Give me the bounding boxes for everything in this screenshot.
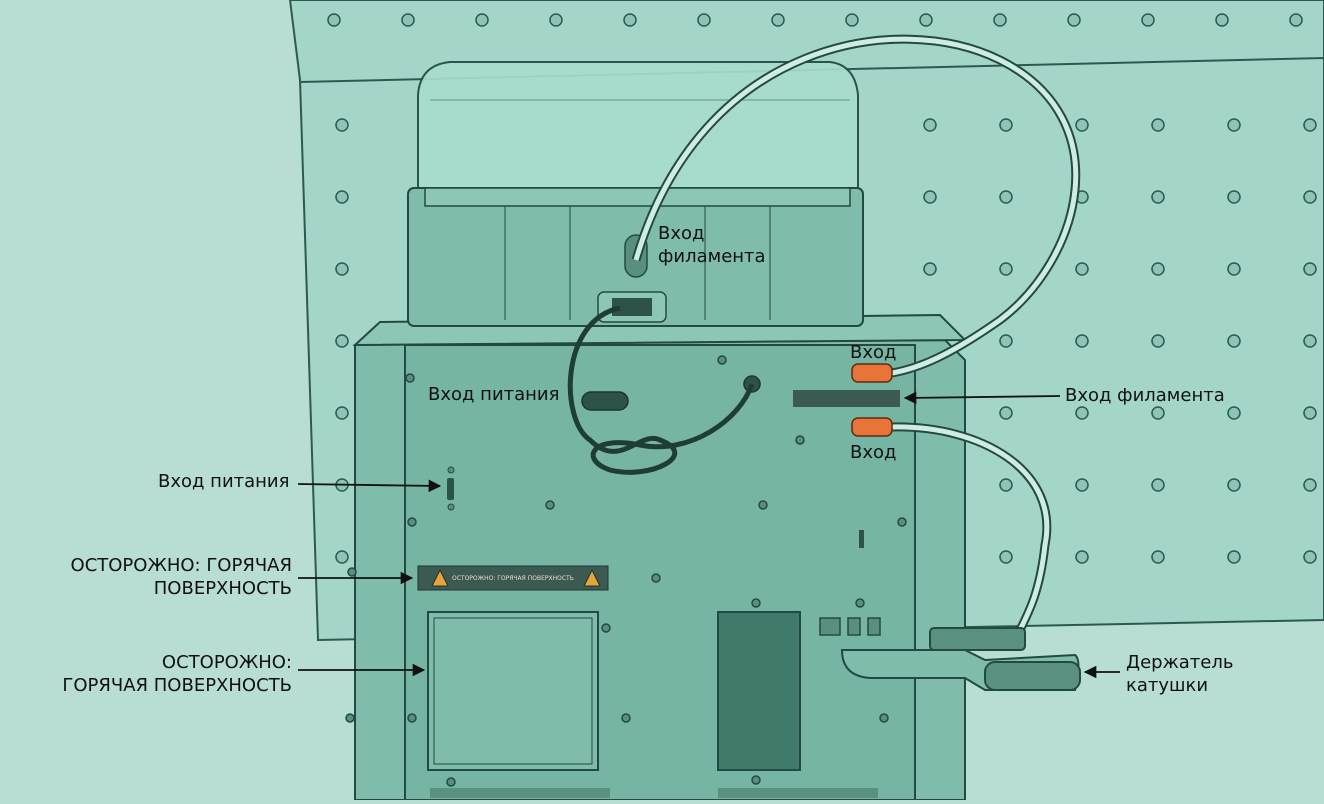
bottom-vent-left <box>430 788 610 798</box>
peg-hole <box>1303 262 1317 276</box>
label-power-inlet-dryer: Вход питания <box>428 384 560 405</box>
peg-hole <box>335 406 349 420</box>
filament-connector-bottom <box>851 417 893 437</box>
peg-hole <box>1303 406 1317 420</box>
peg-hole <box>999 478 1013 492</box>
peg-hole <box>1151 478 1165 492</box>
label-power-inlet-left: Вход питания <box>158 471 290 492</box>
peg-hole <box>1227 334 1241 348</box>
peg-hole <box>475 13 489 27</box>
peg-hole <box>1227 190 1241 204</box>
peg-hole <box>1227 118 1241 132</box>
power-cable <box>567 305 755 475</box>
peg-hole <box>1227 406 1241 420</box>
peg-hole <box>1151 334 1165 348</box>
peg-hole <box>999 334 1013 348</box>
peg-hole <box>845 13 859 27</box>
bottom-vent-right <box>718 788 878 798</box>
usb-port-2 <box>867 617 881 636</box>
peg-hole <box>999 550 1013 564</box>
peg-hole <box>1151 406 1165 420</box>
dryer-lid <box>417 61 859 191</box>
peg-hole <box>327 13 341 27</box>
peg-hole <box>1151 262 1165 276</box>
peg-hole <box>923 118 937 132</box>
peg-hole <box>1303 118 1317 132</box>
filament-dryer <box>407 61 864 327</box>
peg-hole <box>335 550 349 564</box>
peg-hole <box>1075 478 1089 492</box>
label-filament-inlet-right: Вход филамента <box>1065 385 1225 406</box>
peg-hole <box>401 13 415 27</box>
warning-sticker <box>417 565 609 591</box>
power-port-left <box>447 478 454 500</box>
peg-hole <box>1289 13 1303 27</box>
label-inlet-top: Вход <box>850 342 897 363</box>
peg-hole <box>999 406 1013 420</box>
label-spool-holder-2: катушки <box>1126 675 1209 696</box>
label-filament-inlet-dryer-2: филамента <box>658 246 766 267</box>
peg-hole <box>771 13 785 27</box>
peg-hole <box>1075 118 1089 132</box>
peg-hole <box>335 262 349 276</box>
peg-hole <box>1075 406 1089 420</box>
peg-hole <box>335 118 349 132</box>
peg-hole <box>1227 478 1241 492</box>
label-filament-inlet-dryer-1: Вход <box>658 223 705 244</box>
peg-hole <box>1151 190 1165 204</box>
peg-hole <box>923 262 937 276</box>
pegboard-holes <box>327 13 1317 564</box>
peg-hole <box>919 13 933 27</box>
label-hot-surface-1-line2: ПОВЕРХНОСТЬ <box>153 578 292 599</box>
peg-hole <box>1227 262 1241 276</box>
access-panel-right <box>717 611 801 771</box>
spool-holder <box>840 627 1081 691</box>
peg-hole <box>1303 334 1317 348</box>
tubes-and-cables <box>567 34 1081 633</box>
filament-tube-upper <box>633 36 1079 376</box>
peg-hole <box>335 190 349 204</box>
peg-hole <box>549 13 563 27</box>
peg-hole <box>1303 478 1317 492</box>
peg-hole <box>1227 550 1241 564</box>
ethernet-port <box>819 617 841 636</box>
peg-hole <box>1067 13 1081 27</box>
peg-hole <box>1151 118 1165 132</box>
label-hot-surface-1-line1: ОСТОРОЖНО: ГОРЯЧАЯ <box>70 555 292 576</box>
label-hot-surface-2-line1: ОСТОРОЖНО: <box>161 652 292 673</box>
peg-hole <box>1303 550 1317 564</box>
peg-hole <box>923 190 937 204</box>
peg-hole <box>993 13 1007 27</box>
filament-label-plate <box>793 390 900 407</box>
peg-hole <box>1075 334 1089 348</box>
leader-arrows <box>297 391 1120 679</box>
power-switch <box>581 391 629 411</box>
peg-hole <box>999 190 1013 204</box>
peg-hole <box>1151 550 1165 564</box>
peg-hole <box>999 118 1013 132</box>
filament-tube-lower <box>891 424 1050 632</box>
screws <box>345 355 907 787</box>
label-hot-surface-2-line2: ГОРЯЧАЯ ПОВЕРХНОСТЬ <box>62 675 292 696</box>
label-inlet-bottom: Вход <box>850 442 897 463</box>
peg-hole <box>999 262 1013 276</box>
hot-surface-icon <box>583 568 601 587</box>
peg-hole <box>1303 190 1317 204</box>
peg-hole <box>1075 262 1089 276</box>
peg-hole <box>335 334 349 348</box>
access-panel-left <box>427 611 599 771</box>
peg-hole <box>1215 13 1229 27</box>
sticker-warning-text: ОСТОРОЖНО: ГОРЯЧАЯ ПОВЕРХНОСТЬ <box>452 575 574 582</box>
warning-triangle-icon <box>431 568 449 587</box>
orange-connectors <box>851 363 893 437</box>
usb-port-1 <box>847 617 861 636</box>
label-spool-holder-1: Держатель <box>1126 652 1234 673</box>
peg-hole <box>1075 550 1089 564</box>
filament-connector-top <box>851 363 893 383</box>
peg-hole <box>1141 13 1155 27</box>
peg-hole <box>623 13 637 27</box>
peg-hole <box>697 13 711 27</box>
